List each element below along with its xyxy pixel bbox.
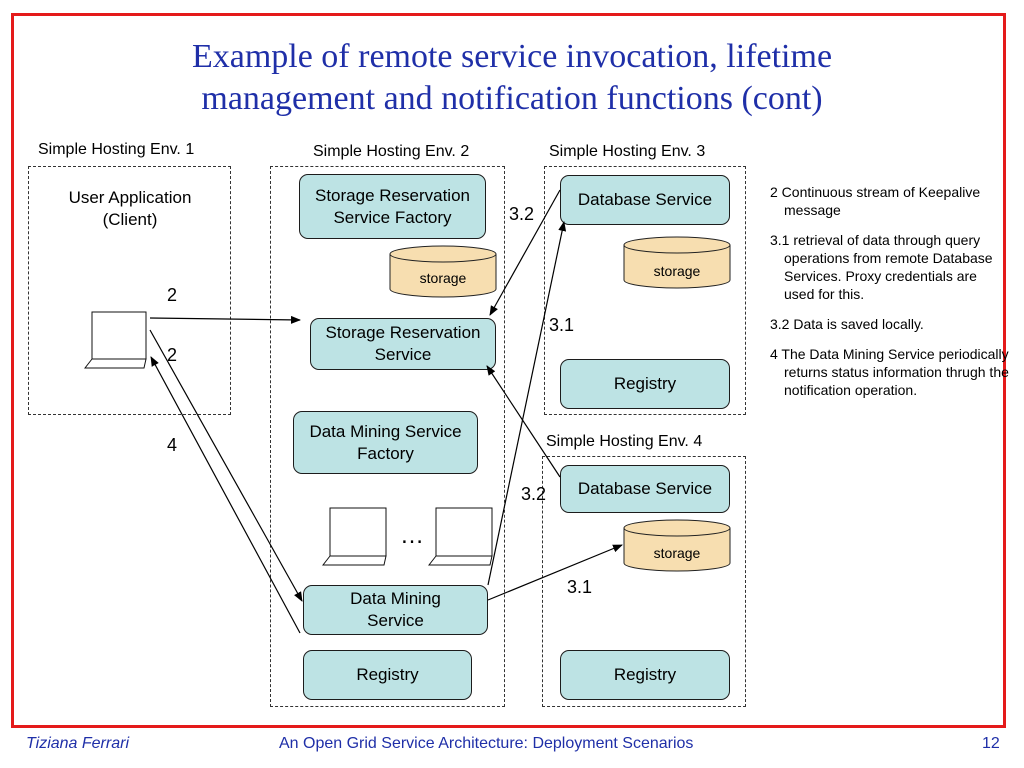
note-item: 4 The Data Mining Service periodically r…: [770, 346, 1009, 398]
footer-author: Tiziana Ferrari: [26, 735, 129, 752]
title-line-2: management and notification functions (c…: [201, 80, 823, 117]
env1-container: [28, 166, 231, 415]
env2-label: Simple Hosting Env. 2: [313, 143, 470, 160]
data-mining-factory-label: Data Mining Service Factory: [309, 421, 462, 463]
env3-label: Simple Hosting Env. 3: [549, 143, 706, 160]
client-computer-icon: [84, 311, 147, 369]
storage-reservation-factory-box[interactable]: Storage Reservation Service Factory: [299, 174, 486, 239]
note-item: 3.1 retrieval of data through query oper…: [770, 232, 993, 302]
env4-registry-box[interactable]: Registry: [560, 650, 730, 700]
title-line-1: Example of remote service invocation, li…: [191, 38, 833, 75]
arrow-label-2-top: 2: [167, 285, 178, 305]
footer-page-number: 12: [982, 735, 1000, 752]
note-item: 3.2 Data is saved locally.: [770, 316, 924, 332]
slide-title: Example of remote service invocation, li…: [40, 36, 984, 120]
client-text: (Client): [102, 210, 158, 229]
notes-panel: 2 Continuous stream of Keepalive message…: [770, 183, 1010, 411]
env3-registry-box[interactable]: Registry: [560, 359, 730, 409]
env3-storage-label: storage: [653, 263, 701, 279]
storage-reservation-service-label: Storage Reservation Service: [325, 323, 481, 364]
env2-registry-label: Registry: [356, 665, 419, 684]
worker-computer-icon-2: [428, 507, 493, 566]
env3-registry-label: Registry: [613, 374, 677, 393]
env4-storage-cylinder: [623, 519, 731, 572]
slide-frame: [11, 13, 1006, 728]
arrow-db4-to-storage-service: [486, 365, 561, 478]
env4-registry-label: Registry: [613, 665, 677, 684]
storage-reservation-factory-label: Storage Reservation Service Factory: [315, 185, 470, 227]
arrow-client-to-storage-service: [149, 315, 301, 324]
env3-container: [544, 166, 746, 415]
env2-registry-box[interactable]: Registry: [303, 650, 472, 700]
env3-database-service-box[interactable]: Database Service: [560, 175, 730, 225]
env2-storage-cylinder: [389, 245, 497, 298]
env3-database-service-label: Database Service: [577, 190, 713, 209]
arrow-data-mining-to-client: [150, 356, 301, 634]
arrow-data-mining-to-db3: [487, 221, 567, 586]
data-mining-factory-box[interactable]: Data Mining Service Factory: [293, 411, 478, 474]
arrow-label-3-2-top: 3.2: [509, 204, 535, 224]
env4-database-service-box[interactable]: Database Service: [560, 465, 730, 513]
arrow-db3-to-storage-service: [489, 189, 561, 316]
env4-database-service-label: Database Service: [577, 479, 713, 498]
user-application-label: User Application (Client): [40, 187, 220, 231]
arrow-label-4: 4: [167, 435, 178, 455]
env4-storage-label: storage: [653, 545, 701, 561]
env4-label: Simple Hosting Env. 4: [546, 433, 703, 450]
arrow-label-3-1-bottom: 3.1: [567, 577, 593, 597]
workers-ellipsis: …: [400, 522, 424, 549]
env2-container: [270, 166, 505, 707]
arrow-client-to-data-mining: [149, 329, 303, 602]
footer-subtitle: An Open Grid Service Architecture: Deplo…: [279, 735, 694, 752]
note-item: 2 Continuous stream of Keepalive message: [770, 184, 981, 218]
user-application-text: User Application: [68, 188, 192, 207]
arrow-data-mining-to-db4: [487, 544, 623, 601]
env2-storage-label: storage: [419, 270, 467, 286]
data-mining-service-label: Data Mining Service: [350, 589, 441, 630]
worker-computer-icon-1: [322, 507, 387, 566]
arrow-label-3-2-bottom: 3.2: [521, 484, 547, 504]
storage-reservation-service-box[interactable]: Storage Reservation Service: [310, 318, 496, 370]
arrow-label-3-1-top: 3.1: [549, 315, 575, 335]
data-mining-service-box[interactable]: Data Mining Service: [303, 585, 488, 635]
env4-container: [542, 456, 746, 707]
arrow-label-2-mid: 2: [167, 345, 178, 365]
env3-storage-cylinder: [623, 236, 731, 289]
env1-label: Simple Hosting Env. 1: [38, 141, 195, 158]
